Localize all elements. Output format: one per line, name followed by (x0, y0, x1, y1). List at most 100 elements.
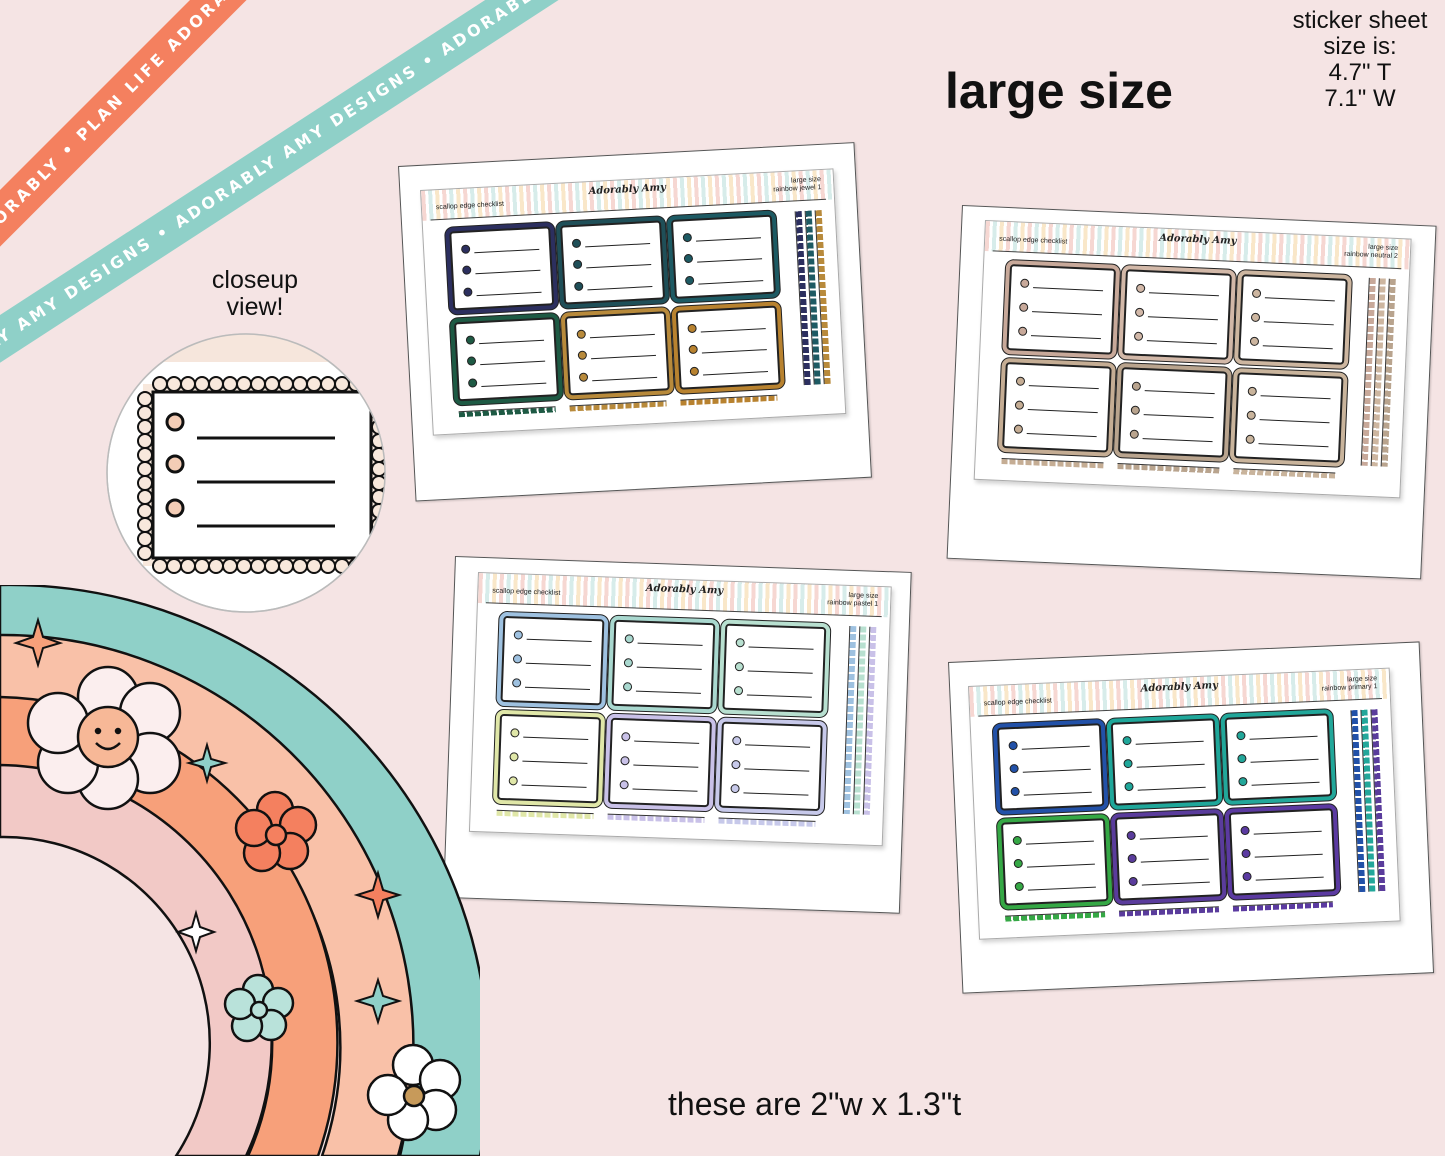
checkbox-dot (1130, 405, 1141, 416)
checkbox-dot (508, 776, 518, 786)
scallop-strip-horizontal (680, 394, 778, 406)
checkbox-dot (1019, 302, 1029, 313)
checklist-sticker (497, 713, 602, 804)
checklist-sticker (718, 721, 823, 812)
scallop-strip-horizontal (1117, 463, 1220, 474)
checklist-line (585, 243, 651, 248)
checklist-line (526, 638, 592, 643)
scallop-edge (292, 376, 308, 392)
checklist-line (1263, 321, 1334, 326)
scallop-edge (137, 517, 153, 533)
checklist-line (1260, 395, 1331, 400)
checklist-line (1253, 830, 1322, 835)
checkbox-dot (622, 682, 633, 692)
checklist-line (476, 291, 542, 296)
checklist-line (1262, 345, 1333, 350)
checklist-line (1026, 863, 1095, 868)
sheet-size-height: 4.7" T (1328, 59, 1392, 86)
checklist-line (474, 248, 540, 254)
checklist-line (1142, 438, 1213, 443)
checklist-sticker (1238, 274, 1348, 365)
checkbox-dot (1242, 871, 1252, 882)
checklist-sticker (1000, 818, 1109, 906)
scallop-edge (137, 475, 153, 491)
checklist-line (1139, 835, 1208, 840)
scallop-edge (264, 558, 280, 574)
checkbox-dot (1015, 376, 1026, 386)
checkbox-dot (1126, 830, 1136, 841)
checklist-line (1250, 758, 1319, 763)
checklist-line (1025, 840, 1094, 845)
checklist-line (1026, 433, 1097, 438)
checklist-line (1028, 385, 1099, 390)
flower-icon (223, 973, 295, 1043)
checklist-line (1137, 786, 1206, 791)
scallop-edge (306, 376, 322, 392)
scallop-edge (320, 376, 336, 392)
scallop-strip-horizontal (458, 406, 556, 418)
checklist-line (589, 333, 655, 339)
checklist-line (523, 736, 589, 740)
sticker-size-caption: these are 2"w x 1.3"t (668, 1086, 962, 1122)
checkbox-dot (1246, 410, 1256, 421)
sparkle-icon (353, 976, 403, 1026)
checklist-line (1140, 858, 1209, 863)
checkbox-dot (1134, 307, 1145, 318)
checklist-line (1264, 297, 1335, 302)
checklist-sticker (1110, 718, 1219, 806)
checkbox-dot (623, 658, 634, 668)
checklist-sticker (611, 619, 716, 710)
checklist-sticker (722, 623, 827, 714)
checklist-line (701, 349, 767, 354)
scallop-edge (292, 558, 308, 574)
checkbox-dot (511, 678, 522, 688)
checklist-sticker (670, 214, 776, 299)
checkbox-dot (1236, 730, 1246, 741)
checklist-sticker (1114, 813, 1223, 901)
checklist-line (592, 376, 658, 381)
checkbox-dot (576, 329, 587, 339)
scallop-edge (236, 376, 252, 392)
checkbox-dot (688, 344, 698, 355)
checklist-line (1255, 876, 1324, 881)
checkbox-dot (1131, 381, 1142, 391)
checkbox-dot (733, 686, 744, 696)
sparkle-icon (175, 909, 217, 955)
checkbox-dot (1238, 776, 1248, 787)
checkbox-dot (1010, 786, 1020, 797)
checklist-sticker (564, 311, 670, 396)
checkbox-dot (730, 784, 740, 794)
scallop-edge (166, 376, 182, 392)
sheet-variant-name: rainbow pastel 1 (827, 599, 879, 608)
scallop-edge (278, 376, 294, 392)
checklist-line (1027, 886, 1096, 891)
checklist-line (1251, 781, 1320, 786)
scallop-edge (250, 558, 266, 574)
checkbox-dot (1017, 326, 1028, 337)
smiley-flower-icon (26, 665, 182, 811)
scallop-strip-horizontal (1005, 911, 1106, 922)
checklist-sticker (996, 723, 1105, 811)
checkbox-dot (1251, 288, 1262, 299)
checklist-sticker (1228, 808, 1337, 896)
scallop-edge (371, 461, 385, 477)
checklist-sticker (1224, 713, 1333, 801)
checkbox-dot (1008, 740, 1018, 751)
checklist-line (700, 328, 766, 333)
scallop-edge (371, 545, 385, 561)
checklist-line (748, 646, 814, 650)
checkbox-dot (1240, 825, 1250, 836)
daisy-icon (366, 1043, 462, 1142)
checkbox-dot (1237, 753, 1247, 764)
scallop-edge (166, 558, 182, 574)
checklist-line (1033, 287, 1104, 292)
checklist-sticker (1006, 264, 1116, 355)
checklist-line (696, 237, 761, 242)
checklist-line (1023, 791, 1092, 796)
checklist-line (697, 258, 763, 263)
checkbox-dot (510, 728, 520, 738)
checklist-line (1027, 409, 1098, 414)
closeup-label-line2: view! (226, 293, 284, 321)
